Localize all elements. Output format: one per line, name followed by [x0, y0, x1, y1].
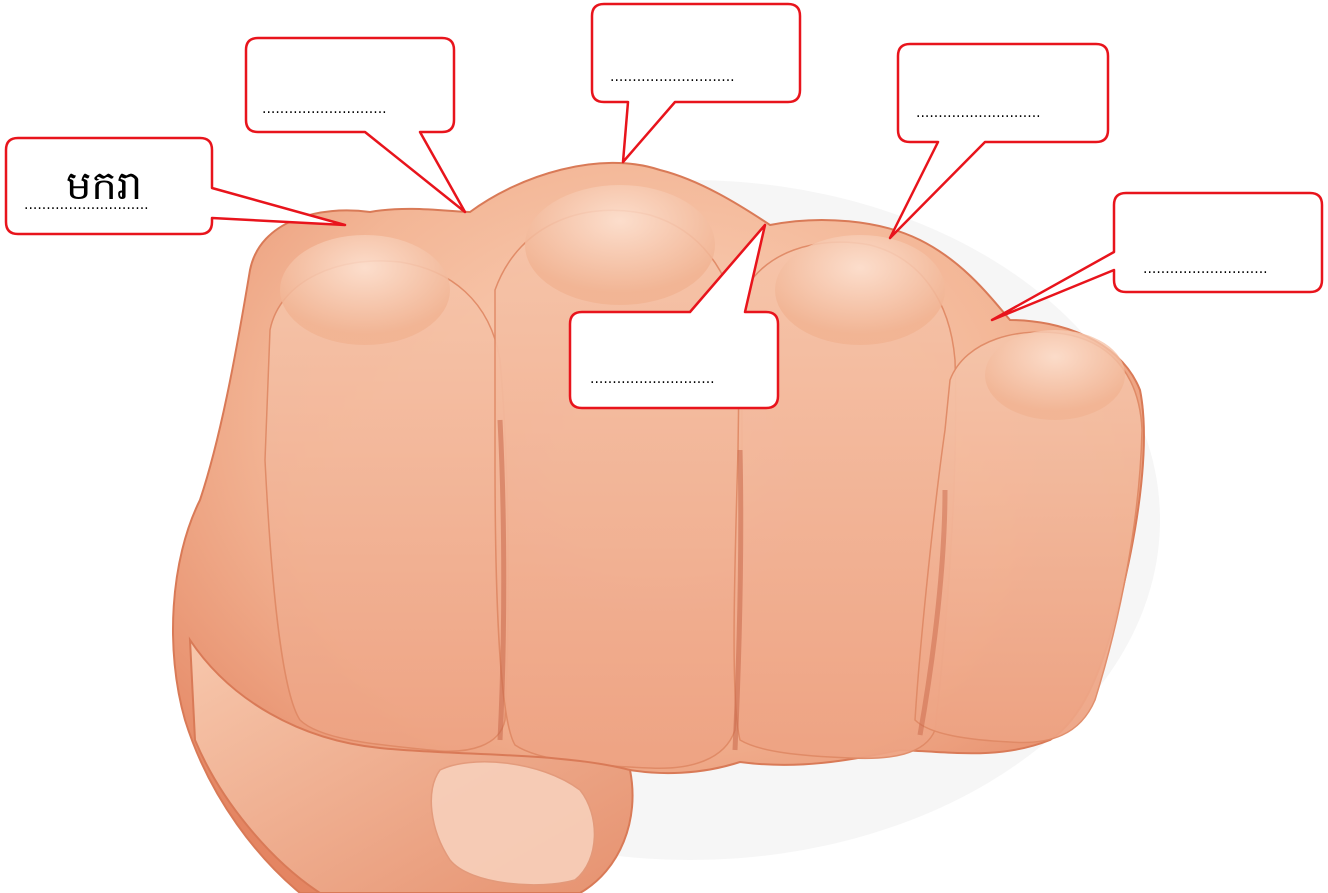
callout-blank-pinky-knuckle[interactable]: ............................ [1143, 262, 1268, 276]
callout-blank-thumb-knuckle[interactable]: ............................ [24, 198, 149, 212]
callout-blank-ring-knuckle[interactable]: ............................ [916, 106, 1041, 120]
callout-bubble-pinky-knuckle [992, 193, 1322, 320]
callout-bubble-ring-knuckle [890, 44, 1108, 238]
ring-knuckle-highlight [775, 235, 945, 345]
callout-bubble-index-knuckle [246, 38, 465, 212]
callout-bubble-thumb-knuckle [6, 138, 345, 234]
index-knuckle-highlight [280, 235, 450, 345]
callout-blank-index-knuckle[interactable]: ............................ [262, 102, 387, 116]
callout-blank-between-knuckles[interactable]: ............................ [590, 372, 715, 386]
callout-blank-middle-knuckle[interactable]: ............................ [610, 70, 735, 84]
pinky-knuckle-highlight [985, 330, 1125, 420]
middle-knuckle-highlight [525, 185, 715, 305]
